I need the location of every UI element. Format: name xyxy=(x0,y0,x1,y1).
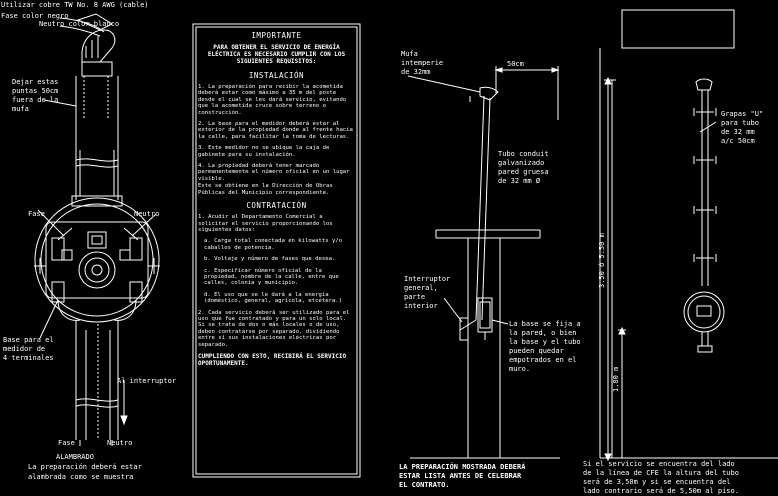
label-tubo-1: Tubo conduit xyxy=(498,150,549,158)
install-title: INSTALACIÓN xyxy=(248,71,305,80)
mast-assembly xyxy=(407,66,560,321)
dim-short-label: 1.80 m xyxy=(612,367,620,392)
label-leave-ends-3: fuera de la xyxy=(12,96,59,104)
label-interruptor-4: interior xyxy=(404,302,438,310)
requirements-panel: IMPORTANTE PARA OBTENER EL SERVICIO DE E… xyxy=(198,29,355,373)
label-leave-ends-4: mufa xyxy=(12,105,29,113)
wiring-caption-2: alambrada como se muestra xyxy=(28,473,134,481)
label-grapas-2: para tubo xyxy=(721,119,759,127)
label-interruptor-1: Interruptor xyxy=(404,275,451,283)
contract-item-1d: d. El uso que se le dará a la energía (d… xyxy=(204,291,343,305)
label-tubo-3: pared gruesa xyxy=(498,168,549,176)
pole-note-2: de la línea de CFE la altura del tubo xyxy=(583,469,739,477)
pole-note-4: lado contrario será de 5,50m al piso. xyxy=(583,487,739,495)
contract-title: CONTRATACIÓN xyxy=(246,201,307,211)
bottom-note-3: EL CONTRATO. xyxy=(399,481,450,489)
label-leave-ends-2: puntas 50cm xyxy=(12,87,59,95)
notes-panel-border xyxy=(192,23,361,478)
install-item-3: 3. Este medidor no se ubique la caja de … xyxy=(198,145,330,158)
notes-intro: PARA OBTENER EL SERVICIO DE ENERGÍA ELÉC… xyxy=(207,44,346,65)
notes-footer: CUMPLIENDO CON ESTO, RECIBIRÁ EL SERVICI… xyxy=(198,353,347,367)
wiring-caption-1: La preparación deberá estar xyxy=(28,463,142,471)
label-base-note-4: pueden quedar xyxy=(509,347,564,355)
label-base-note-1: La base se fija a xyxy=(509,320,581,328)
label-tubo-2: galvanizado xyxy=(498,159,545,167)
label-dim-50cm: 50cm xyxy=(507,60,524,68)
contract-item-1: 1. Acudir al Departamento Comercial a so… xyxy=(198,214,333,233)
label-leave-ends-1: Dejar estas xyxy=(12,78,59,86)
label-base-2: medidor de xyxy=(3,345,46,353)
mufa-detail xyxy=(59,13,116,120)
conduit-pipe-left xyxy=(71,76,123,207)
pole-note-1: Si el servicio se encuentra del lado xyxy=(583,460,735,468)
label-interruptor-3: parte xyxy=(404,293,426,301)
bottom-note-1: LA PREPARACIÓN MOSTRADA DEBERÁ xyxy=(399,463,526,471)
leader-lines-left xyxy=(37,99,157,446)
dim-tall-label: 3.50 ó 5.50 m xyxy=(598,233,606,288)
label-base-note-6: muro. xyxy=(509,365,531,373)
contract-item-1a: a. Carga total conectada en kilowatts y/… xyxy=(204,238,343,251)
label-tubo-4: de 32 mm Ø xyxy=(498,177,541,185)
install-item-4: 4. La propiedad deberá tener marcado per… xyxy=(198,163,350,182)
contract-item-1b: b. Voltaje y número de fases que desea. xyxy=(204,256,336,263)
label-phase-bottom: Fase xyxy=(58,439,75,447)
pole-note-3: será de 3,50m y si se encuentra del xyxy=(583,478,731,486)
label-base-note-3: la base y el tubo xyxy=(509,338,581,346)
label-black-phase: Fase color negro xyxy=(1,12,69,20)
label-mufa-2: intemperie xyxy=(401,59,444,67)
contract-item-2: 2. Cada servicio deberá ser utilizado pa… xyxy=(198,309,350,348)
label-mufa-1: Mufa xyxy=(401,50,418,58)
pole-structure xyxy=(599,9,778,462)
meter-base-round xyxy=(34,197,160,323)
conduit-pipe-lower xyxy=(75,320,128,440)
meter-round-right xyxy=(683,291,725,353)
install-item-4b: Este se obtiene en la Dirección de Obras… xyxy=(198,183,333,196)
vertical-conduit-right xyxy=(693,78,717,286)
label-grapas-4: a/c 50cm xyxy=(721,137,755,145)
notes-title: IMPORTANTE xyxy=(251,31,302,40)
label-neutral-bottom: Neutro xyxy=(107,439,133,447)
label-white-neutral: Neutro color blanco xyxy=(39,20,120,28)
dimension-labels: 3.50 ó 5.50 m 1.80 m xyxy=(598,233,620,392)
label-phase: Fase xyxy=(28,210,45,218)
label-cable-spec: Utilizar cobre TW No. 8 AWG (cable) xyxy=(1,1,149,9)
label-grapas-1: Grapas "U" xyxy=(721,110,764,118)
bottom-note-2: ESTAR LISTA ANTES DE CELEBRAR xyxy=(399,472,522,480)
contract-item-1c: c. Especificar número oficial de la prop… xyxy=(204,267,339,287)
label-interruptor-2: general, xyxy=(404,284,438,292)
label-base-1: Base para el xyxy=(3,336,54,344)
label-mufa-3: de 32mm xyxy=(401,68,431,76)
install-item-1: 1. La preparación para recibir la acomet… xyxy=(198,84,347,116)
wiring-title: ALAMBRADO xyxy=(56,453,94,461)
install-item-2: 2. La base para el medidor deberá estar … xyxy=(198,121,353,140)
meter-box-wall xyxy=(443,297,509,341)
label-base-note-5: empotrados en el xyxy=(509,356,577,364)
label-grapas-3: de 32 mm xyxy=(721,128,755,136)
label-neutral: Neutro xyxy=(134,210,160,218)
label-to-breaker: Al interruptor xyxy=(117,377,177,385)
label-base-3: 4 terminales xyxy=(3,354,54,362)
label-base-note-2: la pared, o bien xyxy=(509,329,577,337)
wall-section xyxy=(410,229,560,459)
